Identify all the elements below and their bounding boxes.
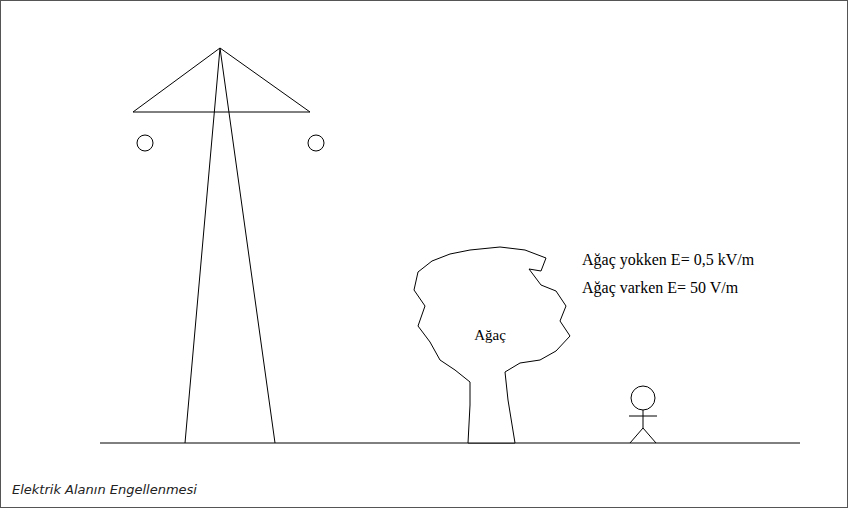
tower-leg xyxy=(185,48,220,443)
figure-caption: Elektrik Alanın Engellenmesi xyxy=(12,482,197,498)
insulator xyxy=(308,135,324,151)
insulator xyxy=(137,135,153,151)
person-arms xyxy=(629,416,657,417)
tree-outline xyxy=(414,247,570,443)
tree-outline-svg xyxy=(410,243,580,444)
person-body xyxy=(643,410,644,428)
tree-shape: Ağaç xyxy=(410,243,580,444)
person-leg xyxy=(630,428,643,443)
person-leg xyxy=(643,428,656,443)
tower-leg xyxy=(220,48,275,443)
field-strength-note: Ağaç varken E= 50 V/m xyxy=(582,278,738,298)
person-head xyxy=(631,386,655,410)
field-strength-note: Ağaç yokken E= 0,5 kV/m xyxy=(582,250,754,270)
tree-label: Ağaç xyxy=(474,326,506,344)
ground-line xyxy=(100,443,800,444)
